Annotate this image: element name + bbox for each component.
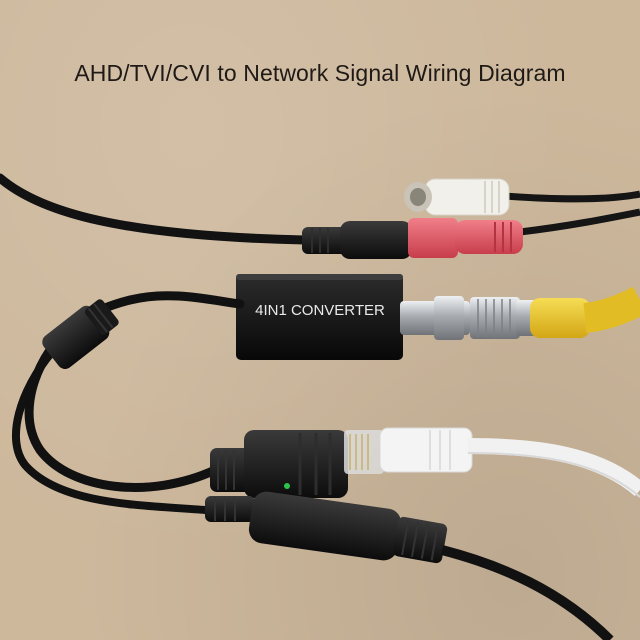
white-rca-connector xyxy=(404,178,640,216)
dc-power-connector xyxy=(205,491,614,640)
top-audio-cable xyxy=(0,173,412,259)
converter-label: 4IN1 CONVERTER xyxy=(255,302,385,319)
power-data-cable-loop xyxy=(12,291,245,514)
converter-box xyxy=(236,274,403,360)
page-title: AHD/TVI/CVI to Network Signal Wiring Dia… xyxy=(74,60,566,86)
bnc-connector xyxy=(400,296,536,340)
rj45-connector xyxy=(210,427,640,498)
ferrite-core xyxy=(42,299,119,370)
boot-ribs xyxy=(311,228,329,253)
red-rca-connector xyxy=(408,208,640,258)
led-indicator xyxy=(284,483,290,489)
rca-plug-body xyxy=(340,221,412,259)
yellow-video-cable xyxy=(530,286,640,338)
